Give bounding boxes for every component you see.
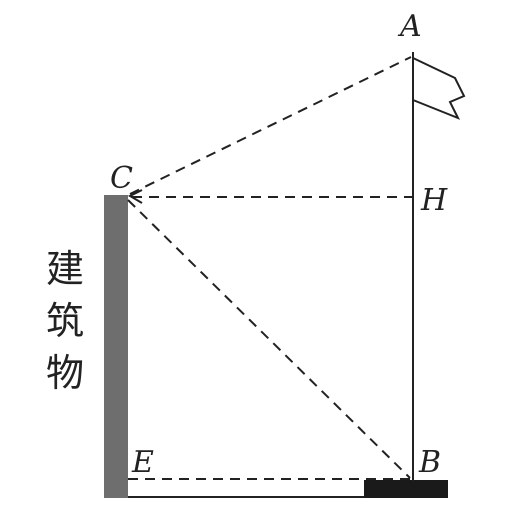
arrowhead-at-c [127,189,143,204]
pole-base-block [364,480,448,498]
dashed-line-ca [129,56,412,195]
label-point-b: B [418,445,441,480]
building-bar [104,195,128,498]
label-point-c: C [110,161,133,196]
label-point-a: A [397,9,422,44]
dashed-line-cb [127,199,411,479]
building-label-char-3: 物 [46,351,84,395]
label-point-h: H [420,183,448,218]
label-point-e: E [131,445,154,480]
building-label-char-2: 筑 [46,299,84,343]
building-label-char-1: 建 [46,247,84,291]
flag-icon [412,57,466,120]
